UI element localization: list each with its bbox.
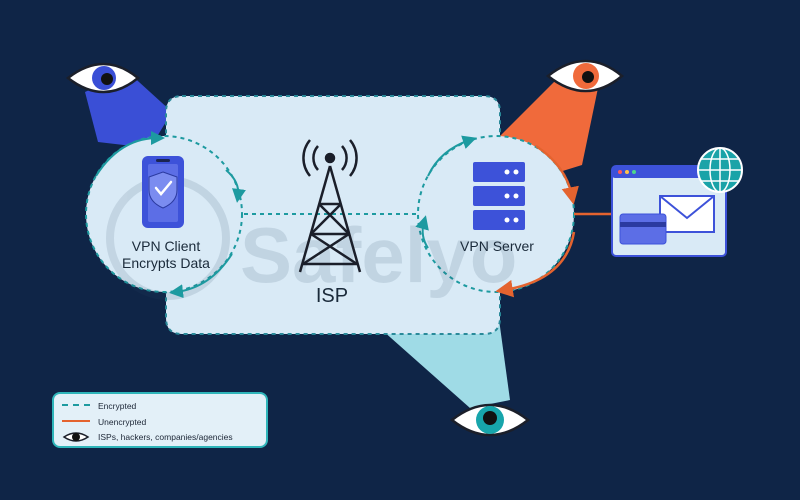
encrypted-line-swatch — [62, 404, 90, 416]
unencrypted-line-swatch — [62, 420, 90, 432]
legend: Encrypted Unencrypted ISPs, hackers, com… — [52, 392, 268, 448]
legend-item-observers: ISPs, hackers, companies/agencies — [62, 430, 233, 444]
globe-icon — [697, 147, 743, 193]
browser-window-icon — [611, 165, 727, 257]
watermark: Safelyo — [106, 176, 517, 300]
legend-observers-label: ISPs, hackers, companies/agencies — [98, 432, 233, 442]
legend-item-unencrypted: Unencrypted — [62, 416, 146, 428]
eye-icon-orange — [545, 59, 624, 93]
watermark-text: Safelyo — [240, 211, 517, 299]
encrypted-arc-server-bottom — [415, 215, 429, 249]
legend-unencrypted-label: Unencrypted — [98, 417, 147, 427]
vpn-client-label-line2: Encrypts Data — [122, 255, 210, 271]
encrypted-arc-bottom — [169, 253, 233, 299]
eye-icon-teal — [449, 403, 531, 437]
unencrypted-arc-top — [535, 144, 579, 205]
encrypted-arc-server-left — [427, 135, 477, 177]
isp-label: ISP — [316, 285, 348, 307]
credit-card-icon — [619, 213, 667, 245]
encrypted-arc-top — [95, 131, 165, 177]
cell-tower-icon — [298, 139, 362, 273]
vpn-client-label-line1: VPN Client — [132, 238, 201, 254]
server-rack-icon — [473, 162, 525, 230]
legend-item-encrypted: Encrypted — [62, 400, 136, 412]
encrypted-arc-mid — [225, 169, 246, 203]
eye-icon — [62, 432, 90, 442]
observer-beam-teal — [382, 312, 510, 408]
unencrypted-arc-bottom — [495, 231, 576, 298]
eye-icon-blue — [65, 62, 140, 94]
vpn-server-label: VPN Server — [460, 238, 534, 254]
legend-encrypted-label: Encrypted — [98, 401, 137, 411]
phone-shield-icon — [142, 156, 184, 228]
mail-icon — [659, 195, 715, 233]
